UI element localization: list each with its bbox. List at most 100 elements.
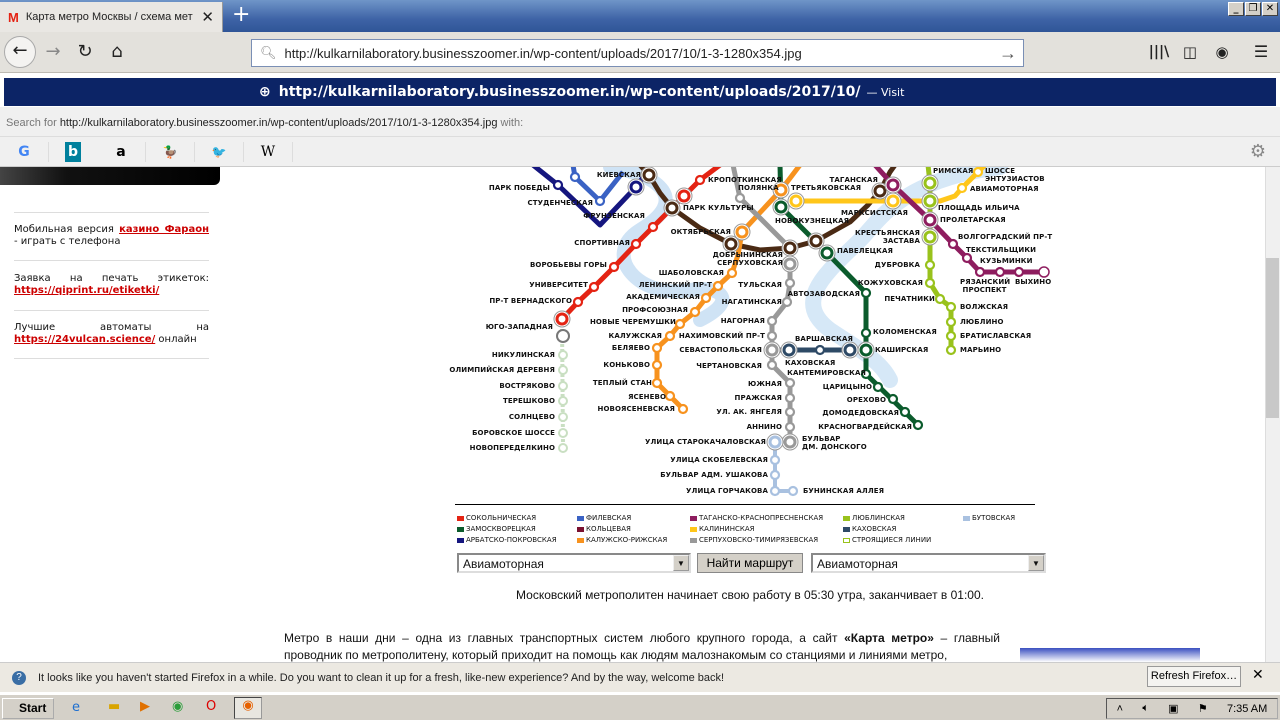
station-label[interactable]: МАРЬИНО — [960, 346, 1002, 354]
station-label[interactable]: УЛИЦА СТАРОКАЧАЛОВСКАЯ — [644, 438, 766, 446]
station-label[interactable]: ПАРК ПОБЕДЫ — [488, 184, 550, 192]
station-label[interactable]: НОВОЯСЕНЕВСКАЯ — [597, 405, 675, 413]
station-label[interactable]: ПЕЧАТНИКИ — [884, 295, 935, 303]
station-label[interactable]: ОРЕХОВО — [846, 396, 886, 404]
home-button[interactable]: ⌂ — [111, 41, 123, 62]
network-icon[interactable]: ▣ — [1168, 703, 1179, 715]
station-label[interactable]: ПАРК КУЛЬТУРЫ — [683, 204, 754, 212]
station-label[interactable]: КАЛУЖСКАЯ — [608, 332, 662, 340]
go-arrow-icon[interactable]: → — [999, 43, 1017, 63]
station-label[interactable]: АННИНО — [746, 423, 782, 431]
forward-button[interactable]: → — [45, 41, 61, 62]
station-label[interactable]: ТАГАНСКАЯ — [829, 176, 878, 184]
tab-active[interactable]: M Карта метро Москвы / схема мет ✕ — [0, 2, 223, 32]
library-icon[interactable]: |||\ — [1148, 44, 1170, 60]
station-label[interactable]: ВОЛЖСКАЯ — [960, 303, 1009, 311]
station-label[interactable]: ТРЕТЬЯКОВСКАЯ — [791, 184, 862, 192]
google-icon[interactable]: G — [0, 141, 49, 162]
restore-button[interactable]: ❐ — [1245, 2, 1261, 16]
station-label[interactable]: СЕРПУХОВСКАЯ — [717, 259, 783, 267]
ie-icon[interactable]: e — [72, 700, 80, 715]
flag-icon[interactable]: ⚑ — [1197, 703, 1208, 715]
station-label[interactable]: ТЕПЛЫЙ СТАН — [592, 379, 652, 387]
station-label[interactable]: КУЗЬМИНКИ — [980, 257, 1033, 265]
station-label[interactable]: ШАБОЛОВСКАЯ — [658, 269, 724, 277]
station-label[interactable]: СТУДЕНЧЕСКАЯ — [527, 199, 593, 207]
station-label[interactable]: МАРКСИСТСКАЯ — [840, 209, 908, 217]
station-label[interactable]: ВОРОБЬЕВЫ ГОРЫ — [529, 261, 607, 269]
station-label[interactable]: НОВОПЕРЕДЕЛКИНО — [469, 444, 555, 452]
station-label[interactable]: ВОЛГОГРАДСКИЙ ПР-Т — [958, 233, 1053, 241]
duckduckgo-icon[interactable]: 🦆 — [146, 141, 195, 162]
station-label[interactable]: АВТОЗАВОДСКАЯ — [787, 290, 860, 298]
station-label[interactable]: ДУБРОВКА — [874, 261, 920, 269]
station-label[interactable]: КРАСНОГВАРДЕЙСКАЯ — [818, 423, 912, 431]
close-window-button[interactable]: ✕ — [1262, 2, 1278, 16]
station-label[interactable]: ЦАРИЦЫНО — [822, 383, 872, 391]
url-suggestion-visit[interactable]: ⊕ http://kulkarnilaboratory.businesszoom… — [4, 78, 1276, 106]
station-label[interactable]: УНИВЕРСИТЕТ — [529, 281, 588, 289]
station-label[interactable]: ЛЮБЛИНО — [960, 318, 1004, 326]
station-label[interactable]: ТЕРЕШКОВО — [503, 397, 555, 405]
station-label[interactable]: БУНИНСКАЯ АЛЛЕЯ — [803, 487, 885, 495]
metro-map[interactable] — [0, 167, 1265, 507]
sidebar-link[interactable]: казино Фараон — [119, 224, 209, 235]
station-label[interactable]: КОЛОМЕНСКАЯ — [873, 328, 937, 336]
new-tab-button[interactable]: + — [232, 2, 251, 27]
station-label[interactable]: НАГОРНАЯ — [720, 317, 765, 325]
station-label[interactable]: ФРУНЗЕНСКАЯ — [583, 212, 645, 220]
station-label[interactable]: ТУЛЬСКАЯ — [738, 281, 782, 289]
station-label[interactable]: АВИАМОТОРНАЯ — [970, 185, 1039, 193]
sidebar-link[interactable]: https://24vulcan.science/ — [14, 334, 156, 345]
station-label[interactable]: ПРОФСОЮЗНАЯ — [622, 306, 688, 314]
dropdown-arrow-icon[interactable]: ▼ — [1028, 555, 1044, 571]
minimize-button[interactable]: _ — [1228, 2, 1244, 16]
station-label[interactable]: ПРАЖСКАЯ — [734, 394, 782, 402]
folder-icon[interactable]: ▬ — [108, 699, 121, 714]
station-label[interactable]: УЛ. АК. ЯНГЕЛЯ — [716, 408, 782, 416]
station-label[interactable]: КОНЬКОВО — [603, 361, 650, 369]
station-label[interactable]: УЛИЦА СКОБЕЛЕВСКАЯ — [670, 456, 768, 464]
station-label[interactable]: ДОМОДЕДОВСКАЯ — [822, 409, 899, 417]
station-label[interactable]: ЮЖНАЯ — [748, 380, 782, 388]
station-label[interactable]: АКАДЕМИЧЕСКАЯ — [626, 293, 700, 301]
back-button[interactable]: ← — [4, 36, 36, 68]
media-player-icon[interactable]: ▶ — [140, 699, 150, 714]
sidebar-link[interactable]: https://qiprint.ru/etiketki/ — [14, 285, 160, 296]
refresh-firefox-button[interactable]: Refresh Firefox… — [1147, 666, 1241, 687]
station-label[interactable]: ПЛОЩАДЬ ИЛЬИЧА — [938, 204, 1020, 212]
station-label[interactable]: РИМСКАЯ — [933, 167, 974, 175]
station-label[interactable]: КРОПОТКИНСКАЯ — [708, 176, 782, 184]
station-label[interactable]: БУЛЬВАР ДМ. ДОНСКОГО — [802, 435, 867, 451]
station-label[interactable]: ТЕКСТИЛЬЩИКИ — [966, 246, 1037, 254]
station-label[interactable]: ЛЕНИНСКИЙ ПР-Т — [638, 281, 712, 289]
station-label[interactable]: СПОРТИВНАЯ — [574, 239, 630, 247]
station-label[interactable]: ДОБРЫНИНСКАЯ — [712, 251, 783, 259]
station-label[interactable]: НОВЫЕ ЧЕРЕМУШКИ — [589, 318, 676, 326]
station-label[interactable]: ШОССЕ ЭНТУЗИАСТОВ — [985, 167, 1045, 183]
wikipedia-icon[interactable]: W — [244, 141, 293, 162]
bing-icon[interactable]: b — [65, 141, 81, 162]
station-label[interactable]: ЮГО-ЗАПАДНАЯ — [485, 323, 553, 331]
station-label[interactable]: НОВОКУЗНЕЦКАЯ — [775, 217, 850, 225]
menu-icon[interactable]: ☰ — [1253, 42, 1269, 61]
station-label[interactable]: БРАТИСЛАВСКАЯ — [960, 332, 1032, 340]
station-label[interactable]: ЧЕРТАНОВСКАЯ — [696, 362, 762, 370]
from-station-select[interactable]: Авиамоторная▼ — [457, 553, 691, 573]
station-label[interactable]: КИЕВСКАЯ — [596, 171, 641, 179]
station-label[interactable]: КАШИРСКАЯ — [875, 346, 929, 354]
station-label[interactable]: ПРОЛЕТАРСКАЯ — [940, 216, 1006, 224]
sidebar-icon[interactable]: ◫ — [1182, 43, 1198, 61]
start-button[interactable]: Start — [2, 698, 54, 719]
station-label[interactable]: ВОСТРЯКОВО — [499, 382, 555, 390]
station-label[interactable]: УЛИЦА ГОРЧАКОВА — [686, 487, 768, 495]
search-settings-gear-icon[interactable]: ⚙ — [1249, 141, 1266, 162]
find-route-button[interactable]: Найти маршрут — [697, 553, 803, 573]
reload-button[interactable]: ↻ — [77, 41, 93, 62]
opera-icon[interactable]: O — [206, 699, 217, 714]
station-label[interactable]: БЕЛЯЕВО — [611, 344, 650, 352]
station-label[interactable]: БУЛЬВАР АДМ. УШАКОВА — [660, 471, 768, 479]
station-label[interactable]: ВАРШАВСКАЯ — [795, 335, 853, 343]
station-label[interactable]: ПР-Т ВЕРНАДСКОГО — [489, 297, 572, 305]
station-label[interactable]: БОРОВСКОЕ ШОССЕ — [472, 429, 555, 437]
